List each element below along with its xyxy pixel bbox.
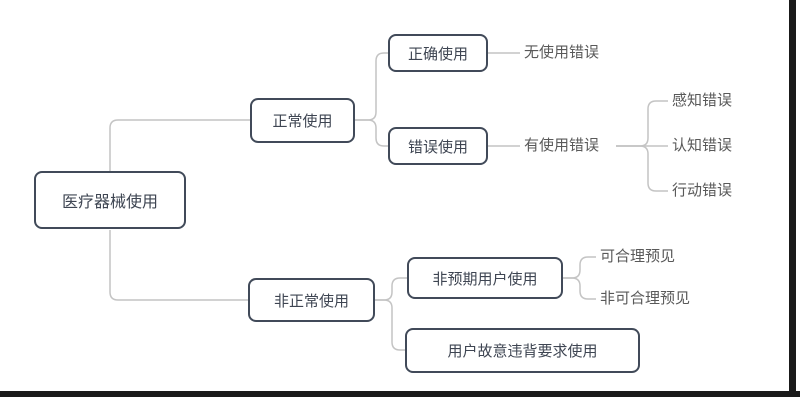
edge-has-error-to-perception <box>616 100 668 147</box>
edge-unintended-to-foreseeable <box>562 256 596 279</box>
node-reasonably-foreseeable[interactable]: 可合理预见 <box>600 248 676 265</box>
node-no-use-error[interactable]: 无使用错误 <box>524 44 600 61</box>
window-edge-bottom <box>0 391 800 397</box>
node-not-reasonably-foreseeable[interactable]: 非可合理预见 <box>600 290 691 307</box>
edge-abnormal-to-unintended-user <box>375 277 407 301</box>
edge-normal-to-erroneous-use <box>355 119 388 147</box>
edge-has-error-to-action <box>616 145 668 192</box>
node-unintended-user-use[interactable]: 非预期用户使用 <box>407 257 563 299</box>
node-cognition-error[interactable]: 认知错误 <box>672 137 733 154</box>
node-correct-use[interactable]: 正确使用 <box>388 34 488 72</box>
edge-unintended-to-not-foreseeable <box>562 277 596 300</box>
node-normal-use[interactable]: 正常使用 <box>250 98 355 143</box>
window-edge-right <box>789 0 796 397</box>
node-action-error[interactable]: 行动错误 <box>672 182 733 199</box>
edge-abnormal-to-deliberate-violation <box>375 299 405 351</box>
node-root-medical-device-use[interactable]: 医疗器械使用 <box>34 171 186 229</box>
edge-root-to-abnormal-use <box>109 230 248 301</box>
node-erroneous-use[interactable]: 错误使用 <box>388 127 488 165</box>
edge-normal-to-correct-use <box>355 52 388 121</box>
node-has-use-error[interactable]: 有使用错误 <box>524 137 600 154</box>
node-abnormal-use[interactable]: 非正常使用 <box>248 278 375 322</box>
node-perception-error[interactable]: 感知错误 <box>672 92 733 109</box>
node-deliberate-violation-use[interactable]: 用户故意违背要求使用 <box>405 328 640 373</box>
edge-root-to-normal-use <box>109 119 250 171</box>
